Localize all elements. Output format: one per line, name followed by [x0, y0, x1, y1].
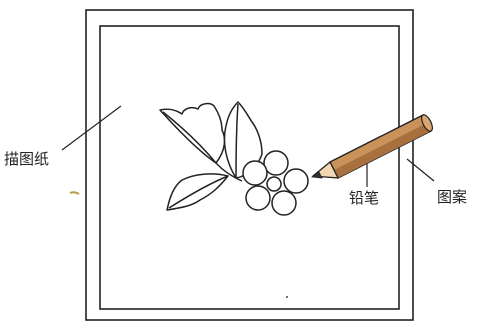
leader-line-tracing-paper [61, 105, 122, 151]
flower-pattern [159, 101, 309, 216]
leader-line-pattern [406, 158, 435, 182]
pattern-sheet-outer-frame [85, 9, 414, 321]
tracing-paper-inner-frame [99, 25, 400, 310]
pencil [310, 114, 434, 179]
petal-bottom-left [245, 185, 271, 211]
speck-dot [286, 296, 288, 298]
petal-right [283, 168, 309, 194]
label-pencil: 铅笔 [349, 189, 380, 207]
leaf-top-left [159, 102, 226, 164]
speck-mark [69, 191, 80, 195]
pencil-body-shade [334, 123, 431, 178]
leaf-top-right-vein [235, 103, 239, 179]
leaf-bottom-left-vein [168, 175, 229, 209]
pencil-end [420, 114, 434, 132]
label-pattern: 图案 [437, 188, 468, 206]
petal-left [242, 160, 268, 186]
label-tracing-paper: 描图纸 [4, 150, 50, 168]
petal-bottom-right [271, 190, 297, 216]
leaf-top-left-vein [162, 111, 217, 164]
flower-center [266, 176, 282, 192]
petal-top [263, 150, 289, 176]
pencil-lead [310, 171, 323, 179]
leaf-top-right [223, 101, 263, 179]
